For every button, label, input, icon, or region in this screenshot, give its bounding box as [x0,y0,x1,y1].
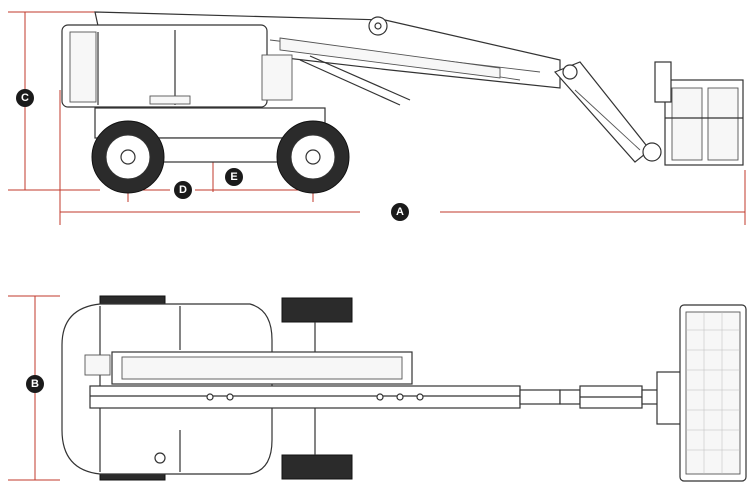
badge-B: B [26,375,44,393]
svg-text:E: E [230,171,237,183]
badge-D: D [174,181,192,199]
svg-text:C: C [21,92,29,104]
front-wheel-side [276,120,350,194]
top-view: B [8,295,747,482]
svg-text:D: D [179,184,187,196]
badge-E: E [225,168,243,186]
boom-top [89,351,561,409]
platform-basket-side [654,61,744,166]
platform-basket-top [656,304,747,482]
rear-wheel-side [91,120,165,194]
jib-arm [553,61,662,163]
svg-text:B: B [31,378,39,390]
badge-A: A [391,203,409,221]
platform-grid [686,312,740,474]
front-tires-top [281,297,353,480]
svg-text:A: A [396,206,404,218]
side-view: C D E A [8,11,746,225]
badge-C: C [16,89,34,107]
jib-top [559,385,661,409]
